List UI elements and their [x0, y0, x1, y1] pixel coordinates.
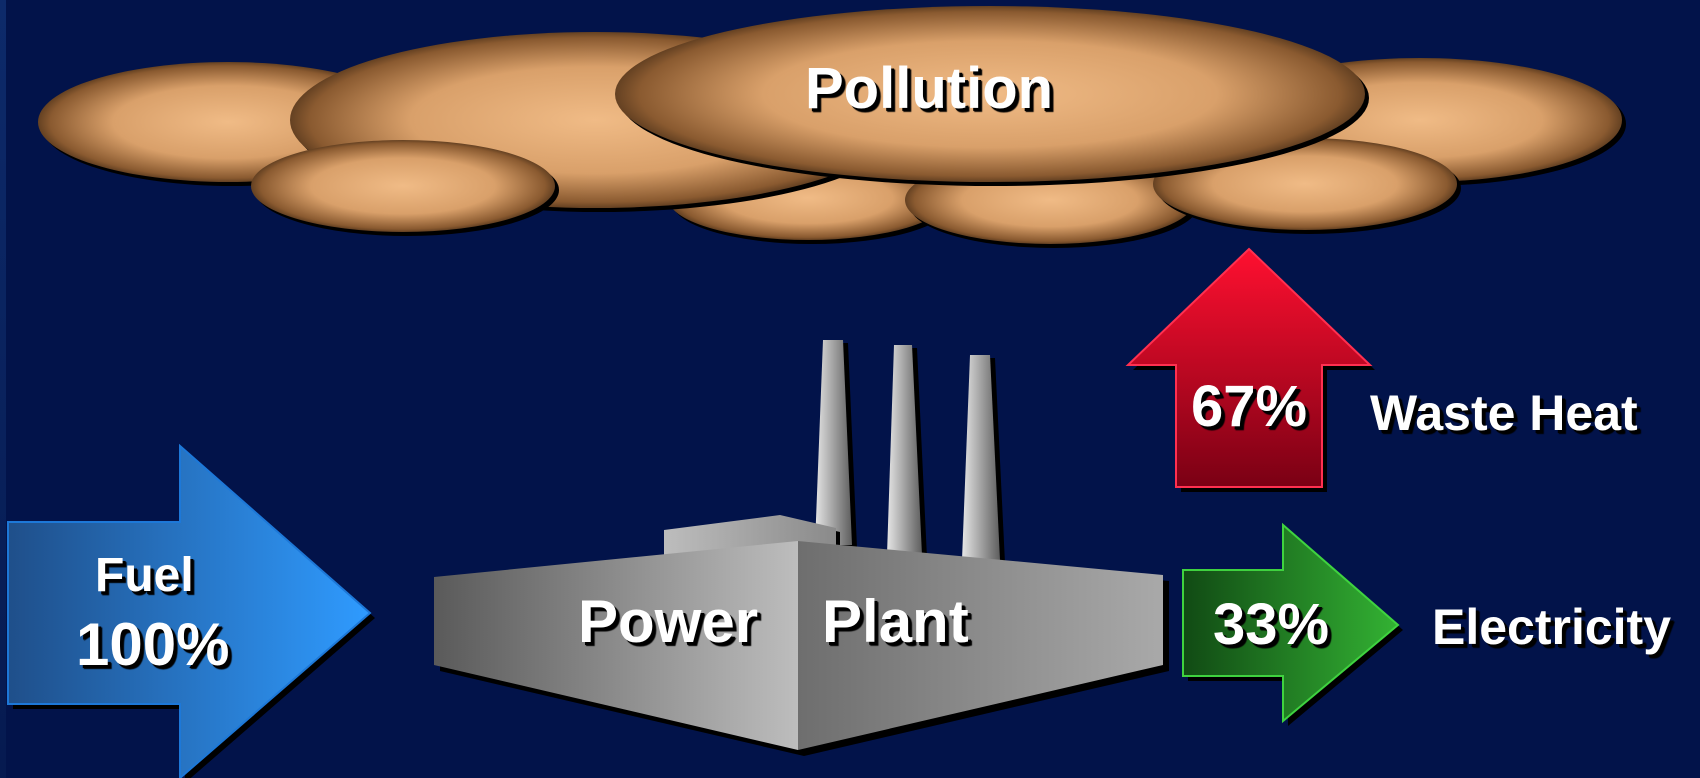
pollution-cloud — [38, 6, 1626, 248]
fuel-label: Fuel — [95, 549, 194, 602]
plant-label-plant: Plant — [822, 588, 969, 655]
waste-heat-arrow — [1125, 247, 1375, 492]
smokestack — [815, 340, 1005, 563]
fuel-percent: 100% — [76, 611, 230, 678]
pollution-label: Pollution — [805, 56, 1054, 121]
plant-label-power: Power — [578, 588, 759, 655]
electricity-percent: 33% — [1213, 592, 1330, 657]
left-edge-strip — [0, 0, 6, 778]
fuel-arrow — [7, 443, 375, 778]
power-plant — [434, 340, 1169, 756]
waste-heat-percent: 67% — [1191, 374, 1308, 439]
waste-heat-label: Waste Heat — [1370, 385, 1638, 441]
electricity-arrow — [1182, 522, 1403, 726]
electricity-label: Electricity — [1432, 599, 1672, 655]
